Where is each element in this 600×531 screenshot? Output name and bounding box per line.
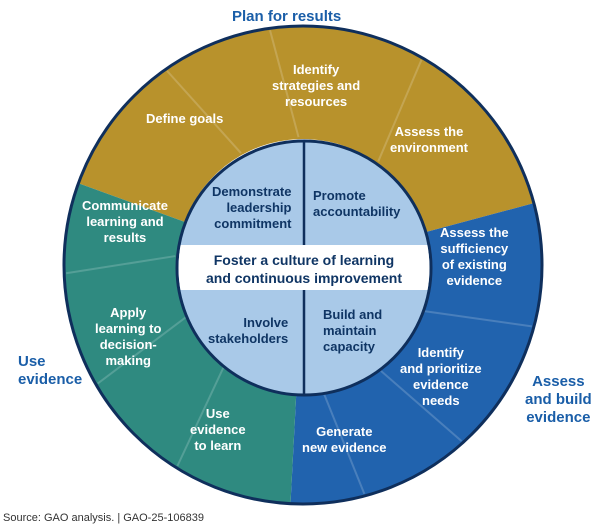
facet-line xyxy=(97,316,187,385)
phase-plan: Plan for results xyxy=(232,8,342,25)
step-identify-strategies: Identify strategies and resources xyxy=(272,62,361,109)
step-generate-evidence: Generate new evidence xyxy=(302,424,387,455)
step-apply-learning: Apply learning to decision- making xyxy=(95,305,162,368)
facet-line xyxy=(422,309,533,328)
inner-leadership: Demonstrate leadership commitment xyxy=(212,184,292,231)
plan-segment xyxy=(78,26,534,233)
phase-use: Use evidence xyxy=(18,353,83,388)
step-identify-prioritize: Identify and prioritize evidence needs xyxy=(400,345,482,408)
source-note: Source: GAO analysis. | GAO-25-106839 xyxy=(3,512,204,524)
step-define-goals: Define goals xyxy=(146,111,224,126)
step-use-evidence: Use evidence to learn xyxy=(190,406,246,453)
facet-line xyxy=(322,391,366,495)
facet-line xyxy=(377,59,423,162)
use-segment xyxy=(63,183,297,504)
facet-line xyxy=(269,30,300,138)
outer-ring xyxy=(62,24,544,506)
phase-assess: Assess and build evidence xyxy=(525,373,592,426)
inner-capacity: Build and maintain capacity xyxy=(323,307,383,354)
inner-accountability: Promote accountability xyxy=(313,188,401,219)
facet-line xyxy=(176,365,226,467)
step-assess-environment: Assess the environment xyxy=(390,124,469,155)
inner-stakeholders: Involve stakeholders xyxy=(208,315,289,346)
facet-line xyxy=(377,367,463,442)
assess-segment xyxy=(290,203,542,504)
facet-line xyxy=(166,70,242,154)
center-band xyxy=(178,245,430,290)
facet-lines xyxy=(65,30,533,495)
facet-line xyxy=(65,255,176,275)
inner-center: Foster a culture of learning and continu… xyxy=(205,252,402,286)
step-assess-sufficiency: Assess the sufficiency of existing evide… xyxy=(440,225,509,288)
step-communicate: Communicate learning and results xyxy=(82,198,168,245)
